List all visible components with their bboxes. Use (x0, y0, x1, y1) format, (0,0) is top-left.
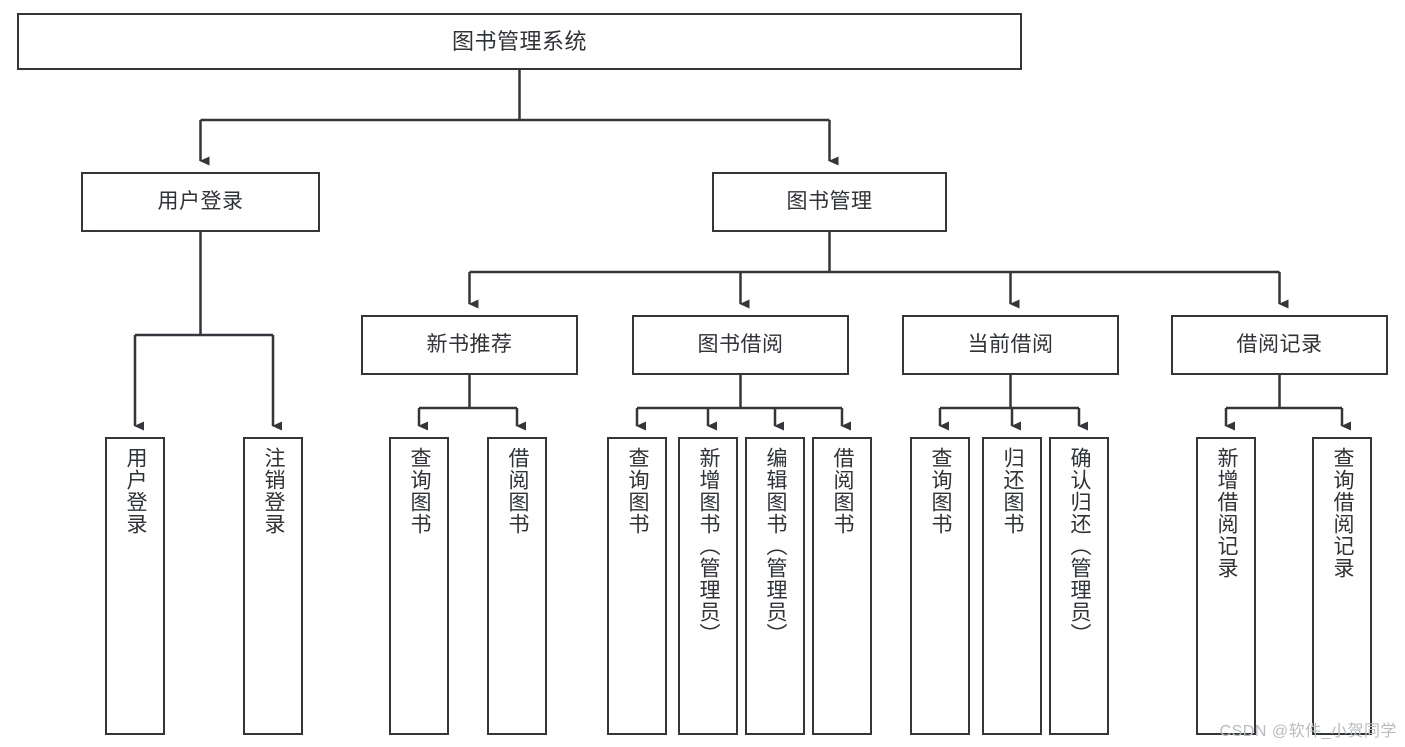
node-label: 新增图书（管理员） (697, 447, 721, 645)
node-leaf2[interactable]: 注销登录 (243, 437, 303, 735)
node-leaf3[interactable]: 查询图书 (389, 437, 449, 735)
node-label: 借阅记录 (1236, 332, 1323, 356)
node-label: 用户登录 (157, 189, 244, 213)
node-label: 确认归还（管理员） (1068, 447, 1092, 645)
node-records[interactable]: 借阅记录 (1171, 315, 1388, 375)
node-newrec[interactable]: 新书推荐 (361, 315, 578, 375)
node-label: 注销登录 (262, 447, 286, 535)
node-label: 归还图书 (1001, 447, 1025, 535)
node-leaf4[interactable]: 借阅图书 (487, 437, 547, 735)
watermark-label: CSDN @软件_小贺同学 (1219, 723, 1397, 740)
node-leaf5[interactable]: 查询图书 (607, 437, 667, 735)
node-label: 查询图书 (626, 447, 650, 535)
node-leaf11[interactable]: 确认归还（管理员） (1049, 437, 1109, 735)
node-current[interactable]: 当前借阅 (902, 315, 1119, 375)
node-leaf13[interactable]: 查询借阅记录 (1312, 437, 1372, 735)
node-leaf12[interactable]: 新增借阅记录 (1196, 437, 1256, 735)
node-label: 编辑图书（管理员） (764, 447, 788, 645)
node-label: 查询图书 (408, 447, 432, 535)
node-label: 当前借阅 (967, 332, 1054, 356)
node-label: 查询借阅记录 (1331, 447, 1355, 579)
node-leaf1[interactable]: 用户登录 (105, 437, 165, 735)
node-label: 图书借阅 (697, 332, 784, 356)
node-label: 新增借阅记录 (1215, 447, 1239, 579)
node-root[interactable]: 图书管理系统 (17, 13, 1022, 70)
node-leaf7[interactable]: 编辑图书（管理员） (745, 437, 805, 735)
node-label: 图书管理系统 (451, 28, 587, 54)
node-borrow[interactable]: 图书借阅 (632, 315, 849, 375)
node-label: 借阅图书 (506, 447, 530, 535)
node-label: 查询图书 (929, 447, 953, 535)
node-label: 借阅图书 (831, 447, 855, 535)
node-label: 图书管理 (786, 189, 873, 213)
node-leaf10[interactable]: 归还图书 (982, 437, 1042, 735)
node-leaf6[interactable]: 新增图书（管理员） (678, 437, 738, 735)
node-label: 用户登录 (124, 447, 148, 535)
node-login[interactable]: 用户登录 (81, 172, 320, 232)
node-label: 新书推荐 (426, 332, 513, 356)
node-leaf9[interactable]: 查询图书 (910, 437, 970, 735)
node-leaf8[interactable]: 借阅图书 (812, 437, 872, 735)
node-bookmgmt[interactable]: 图书管理 (712, 172, 947, 232)
